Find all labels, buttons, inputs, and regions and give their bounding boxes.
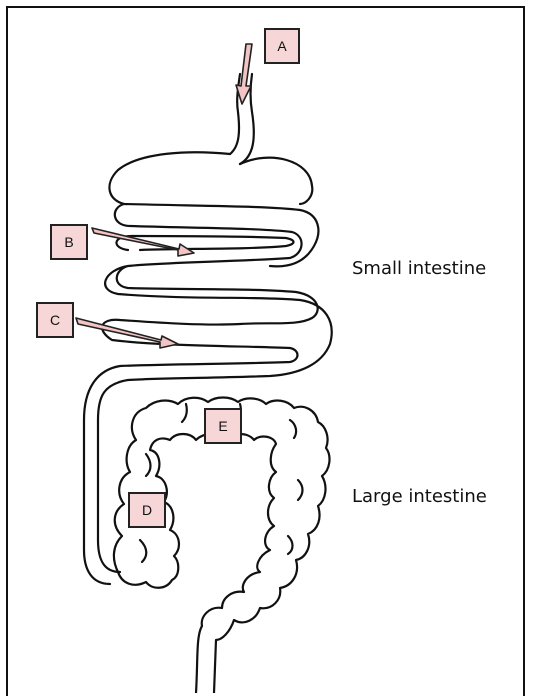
large-intestine-label: Large intestine [352,486,487,507]
label-a-box: A [264,28,300,64]
small-intestine-outline [84,204,332,584]
label-e-box: E [204,408,242,444]
label-b-box: B [50,224,88,260]
label-d-box: D [128,492,166,528]
arrow-b [92,228,194,256]
label-c-box: C [36,302,74,338]
small-intestine-label: Small intestine [352,258,486,279]
